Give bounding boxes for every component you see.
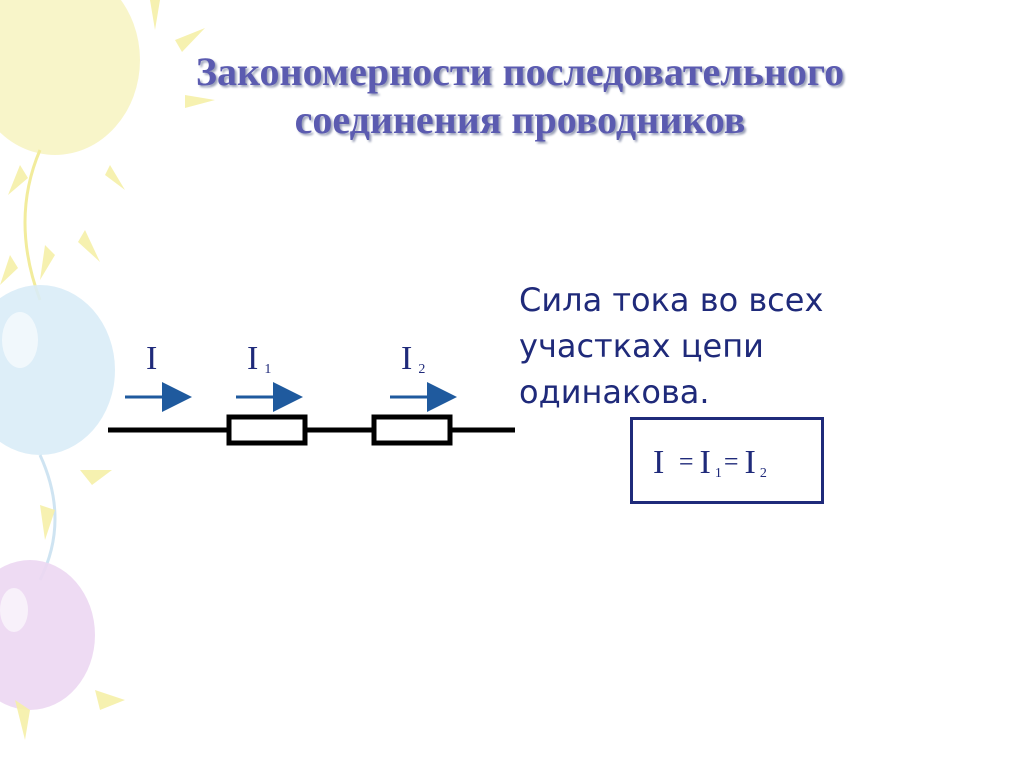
resistor-1 — [226, 414, 308, 446]
formula-i2: I — [744, 444, 756, 481]
blue-balloon — [0, 285, 115, 455]
label-current-total: I — [146, 339, 157, 379]
sun-rays — [0, 0, 215, 740]
circuit-svg — [108, 382, 515, 446]
formula-i2-sub: 2 — [759, 466, 767, 481]
formula-eq-2: = — [723, 447, 739, 476]
description-text: Сила тока во всех участках цепи одинаков… — [519, 277, 823, 415]
formula-i1-sub: 1 — [714, 466, 722, 481]
description-line-2: участках цепи — [519, 327, 764, 365]
title-line-1: Закономерности последовательного — [195, 49, 845, 94]
formula-eq-1: = — [678, 447, 694, 476]
series-circuit-diagram — [100, 330, 530, 460]
description-line-1: Сила тока во всех — [519, 281, 824, 319]
formula-i: I — [653, 444, 665, 481]
yellow-balloon — [0, 0, 140, 155]
label-i1: I — [247, 340, 259, 377]
slide-title: Закономерности последовательного соедине… — [40, 48, 1000, 144]
formula-i1: I — [699, 444, 711, 481]
label-i2-sub: 2 — [418, 362, 426, 377]
resistor-2 — [371, 414, 453, 446]
yellow-balloon-string — [23, 149, 42, 301]
label-i1-sub: 1 — [264, 362, 272, 377]
label-i: I — [146, 340, 158, 377]
label-i2: I — [401, 340, 413, 377]
purple-balloon — [0, 560, 95, 710]
description-line-3: одинакова. — [519, 373, 710, 411]
title-line-2: соединения проводников — [294, 97, 746, 142]
